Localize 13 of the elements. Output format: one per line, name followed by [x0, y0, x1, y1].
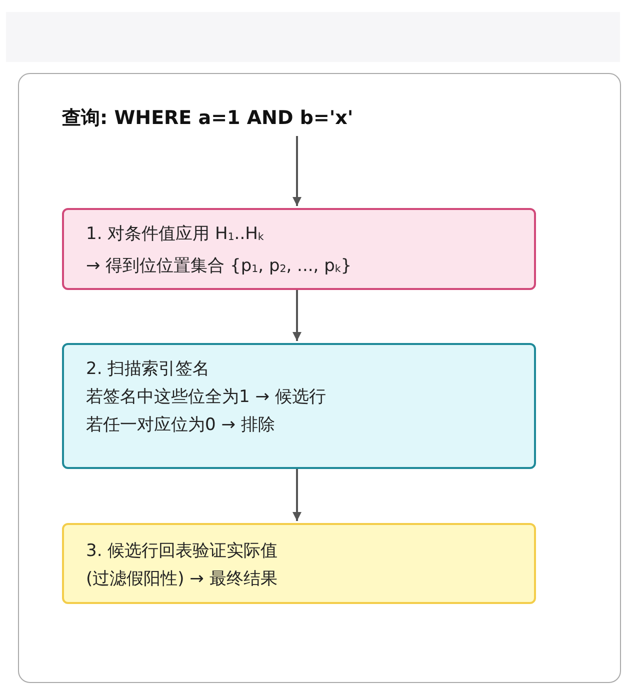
step-text: 若任一对应位为0 → 排除	[86, 414, 276, 437]
step-text: 若签名中这些位全为1 → 候选行	[86, 386, 327, 409]
step-text: 2. 扫描索引签名	[86, 358, 211, 381]
step-text: 3. 候选行回表验证实际值	[86, 540, 279, 563]
arrow	[292, 469, 302, 521]
step-box	[62, 523, 536, 604]
arrow	[292, 290, 302, 341]
query-text: 查询: WHERE a=1 AND b='x'	[62, 106, 354, 131]
panel-card	[18, 73, 621, 683]
step-box	[62, 343, 536, 469]
arrow	[292, 136, 302, 206]
step-text: (过滤假阳性) → 最终结果	[86, 568, 278, 591]
step-box	[62, 208, 536, 290]
